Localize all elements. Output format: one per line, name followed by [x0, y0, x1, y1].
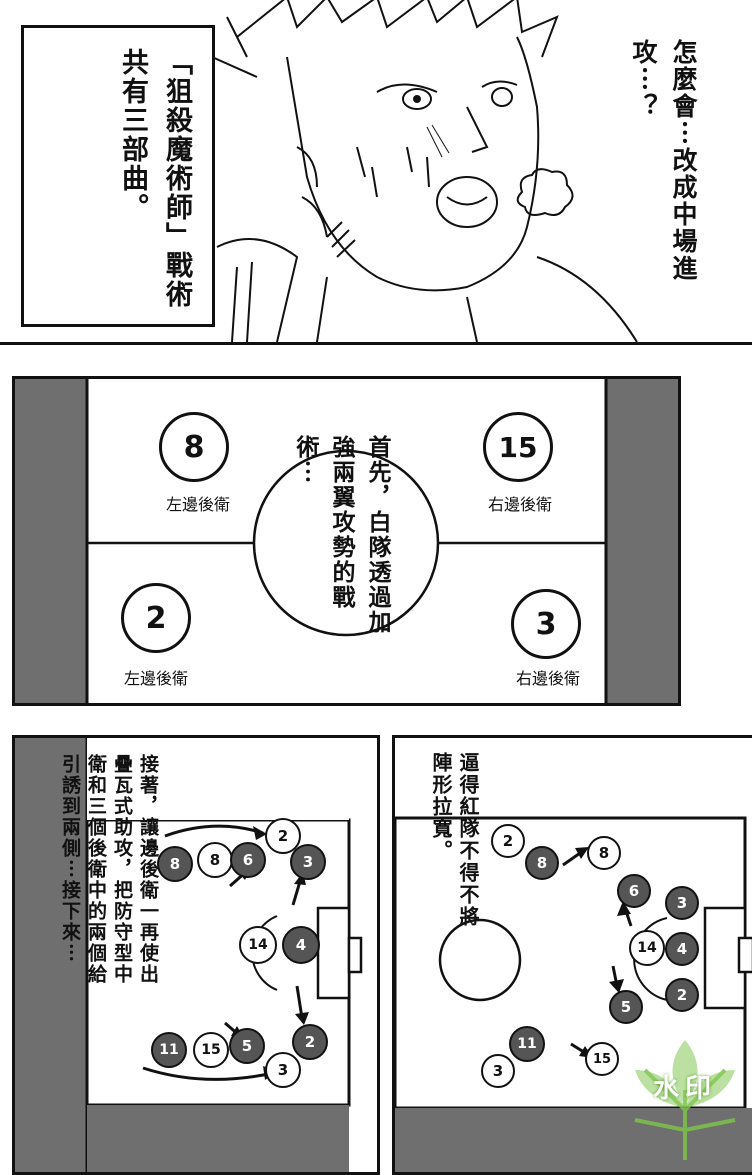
white-player-14: 14 [239, 926, 277, 964]
narration-box: 「狙殺魔術師」戰術共有三部曲。 [21, 25, 215, 327]
dark-player-6: 6 [617, 874, 651, 908]
white-player-14: 14 [629, 930, 665, 966]
watermark-leaf-icon [634, 1040, 736, 1160]
dark-player-4: 4 [282, 926, 320, 964]
dark-player-5: 5 [609, 990, 643, 1024]
player-number: 8 [183, 429, 205, 465]
dark-player-11: 11 [509, 1026, 545, 1062]
panel4-text: 逼得紅隊不得不將陣形拉寬。 [429, 752, 480, 928]
player-2-marker: 2 [121, 583, 191, 653]
field-left-band [15, 379, 87, 703]
player-number: 15 [498, 430, 538, 464]
white-player-3: 3 [265, 1052, 301, 1088]
player-label: 右邊後衛 [515, 669, 580, 688]
dark-player-3: 3 [290, 844, 326, 880]
panel-4: 逼得紅隊不得不將陣形拉寬。 2 8 8 6 3 14 4 5 2 11 15 3… [392, 735, 752, 1175]
panel-1: 「狙殺魔術師」戰術共有三部曲。 怎麼會⋯改成中場進攻⋯？ [0, 0, 752, 345]
panel3-text: 接著，讓邊後衛一再使出疊瓦式助攻，把防守型中衛和三個後衛中的兩個給引誘到兩側⋯接… [59, 754, 159, 985]
panel-3: 接著，讓邊後衛一再使出疊瓦式助攻，把防守型中衛和三個後衛中的兩個給引誘到兩側⋯接… [12, 735, 380, 1175]
dark-player-11: 11 [151, 1032, 187, 1068]
field-diagram [15, 379, 678, 703]
dark-player-8: 8 [157, 846, 193, 882]
panel2-text: 首先，白隊透過加強兩翼攻勢的戰術⋯ [292, 435, 391, 635]
player-number: 3 [535, 606, 557, 642]
player-label: 右邊後衛 [487, 495, 552, 514]
dark-player-5: 5 [229, 1028, 265, 1064]
white-player-15: 15 [193, 1032, 229, 1068]
white-player-2: 2 [491, 824, 525, 858]
white-player-3: 3 [481, 1054, 515, 1088]
panel-2: 8 左邊後衛 15 右邊後衛 2 左邊後衛 3 右邊後衛 首先，白隊透過加強兩翼… [12, 376, 681, 706]
dark-player-3: 3 [665, 886, 699, 920]
dark-player-2: 2 [292, 1024, 328, 1060]
player-label: 左邊後衛 [123, 669, 188, 688]
player-label: 左邊後衛 [165, 495, 230, 514]
center-circle [252, 449, 440, 637]
player-number: 2 [145, 600, 167, 636]
dark-player-6: 6 [230, 842, 266, 878]
watermark-text: 水印 [653, 1074, 718, 1104]
white-player-15: 15 [585, 1042, 619, 1076]
character-illustration [211, 0, 638, 342]
player-8-marker: 8 [159, 412, 229, 482]
narration-text: 「狙殺魔術師」戰術共有三部曲。 [117, 48, 192, 309]
dark-player-8: 8 [525, 846, 559, 880]
dark-player-2: 2 [665, 978, 699, 1012]
white-player-8: 8 [587, 836, 621, 870]
dark-player-4: 4 [665, 932, 699, 966]
field-right-band [606, 379, 678, 703]
white-player-8: 8 [197, 842, 233, 878]
player-3-marker: 3 [511, 589, 581, 659]
speech-text: 怎麼會⋯改成中場進攻⋯？ [629, 39, 698, 282]
player-15-marker: 15 [483, 412, 553, 482]
